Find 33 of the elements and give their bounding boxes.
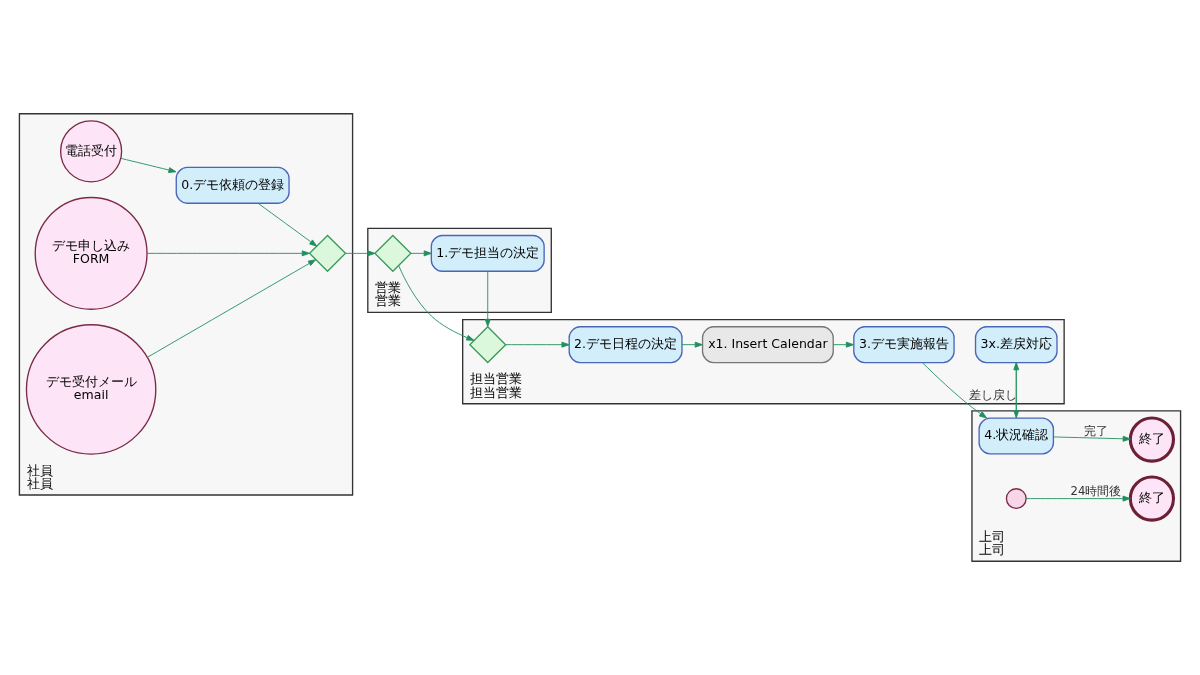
node-box: 3.デモ実施報告	[853, 326, 955, 364]
node-circle	[1005, 488, 1027, 510]
node-box: 4.状況確認	[978, 417, 1055, 455]
node-box: x1. Insert Calendar	[701, 326, 834, 364]
arrow	[681, 341, 703, 348]
node-box: 1.デモ担当の決定	[430, 234, 545, 272]
edge-label: 完了	[1083, 423, 1108, 438]
node-circle: デモ受付メール email	[25, 324, 157, 455]
arrow	[1025, 495, 1131, 502]
arrow	[398, 265, 475, 341]
node-diamond	[374, 234, 412, 273]
node-circle: 電話受付	[59, 120, 123, 183]
arrow	[505, 341, 570, 348]
arrow	[146, 259, 317, 358]
edge-label: 24時間後	[1070, 484, 1122, 499]
node-box: 0.デモ依頼の登録	[175, 166, 290, 204]
arrow	[1053, 435, 1131, 442]
node-diamond	[468, 325, 507, 364]
arrow	[120, 157, 177, 173]
arrow	[410, 250, 432, 257]
node-box: 2.デモ日程の決定	[568, 326, 683, 364]
arrow	[146, 250, 310, 257]
node-circle: 終了	[1128, 475, 1176, 522]
node-box: 3x.差戻対応	[974, 326, 1058, 364]
edge-label: 差し戻し	[968, 388, 1017, 403]
arrow	[833, 341, 854, 348]
node-circle: デモ申し込み FORM	[34, 196, 148, 310]
arrow	[484, 270, 491, 327]
arrow	[257, 202, 318, 247]
node-circle: 終了	[1128, 416, 1176, 463]
arrow	[1013, 362, 1020, 419]
arrow	[922, 362, 988, 419]
arrow	[345, 250, 376, 257]
